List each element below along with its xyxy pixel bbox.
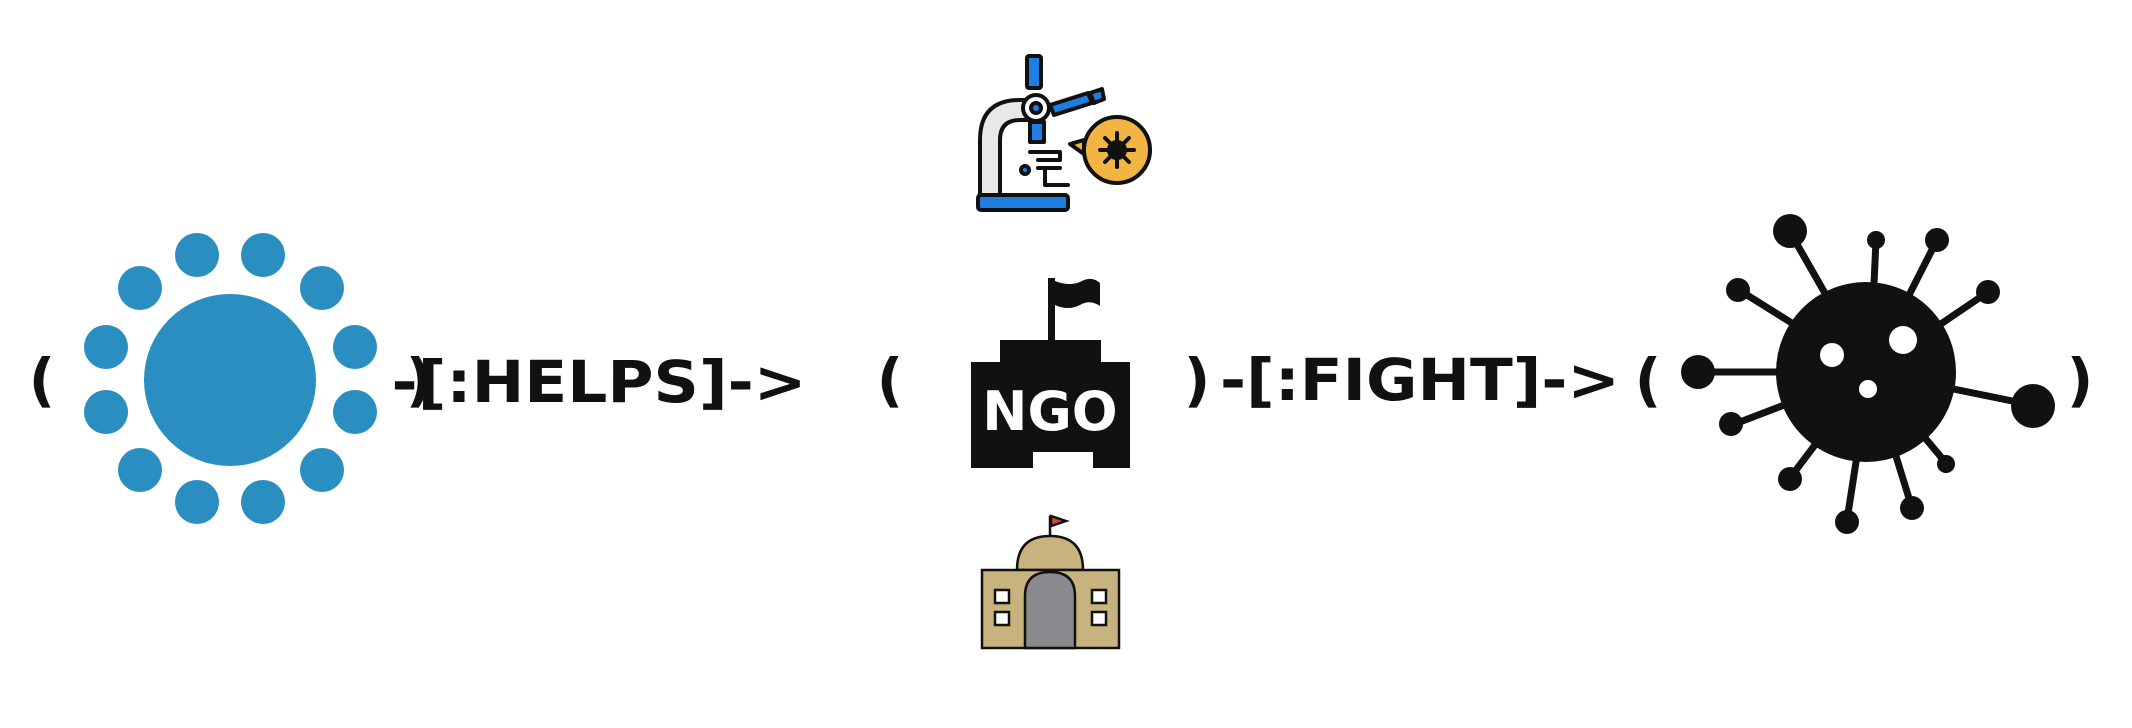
node1-open-paren: (: [29, 346, 56, 414]
node1-close-paren: ): [406, 346, 433, 414]
relation-fight: -[:FIGHT]->: [1220, 346, 1620, 414]
microscope-icon: [976, 54, 1152, 212]
ngo-label: NGO: [982, 380, 1117, 443]
virus-icon: [1681, 214, 2055, 534]
government-building-icon: [980, 514, 1121, 650]
node3-close-paren: ): [2067, 346, 2094, 414]
node3-open-paren: (: [1635, 346, 1662, 414]
ngo-building-icon: NGO: [971, 278, 1130, 468]
node2-open-paren: (: [877, 346, 904, 414]
node2-close-paren: ): [1184, 346, 1211, 414]
relation-helps: -[:HELPS]->: [392, 348, 807, 416]
community-icon: [84, 233, 377, 524]
